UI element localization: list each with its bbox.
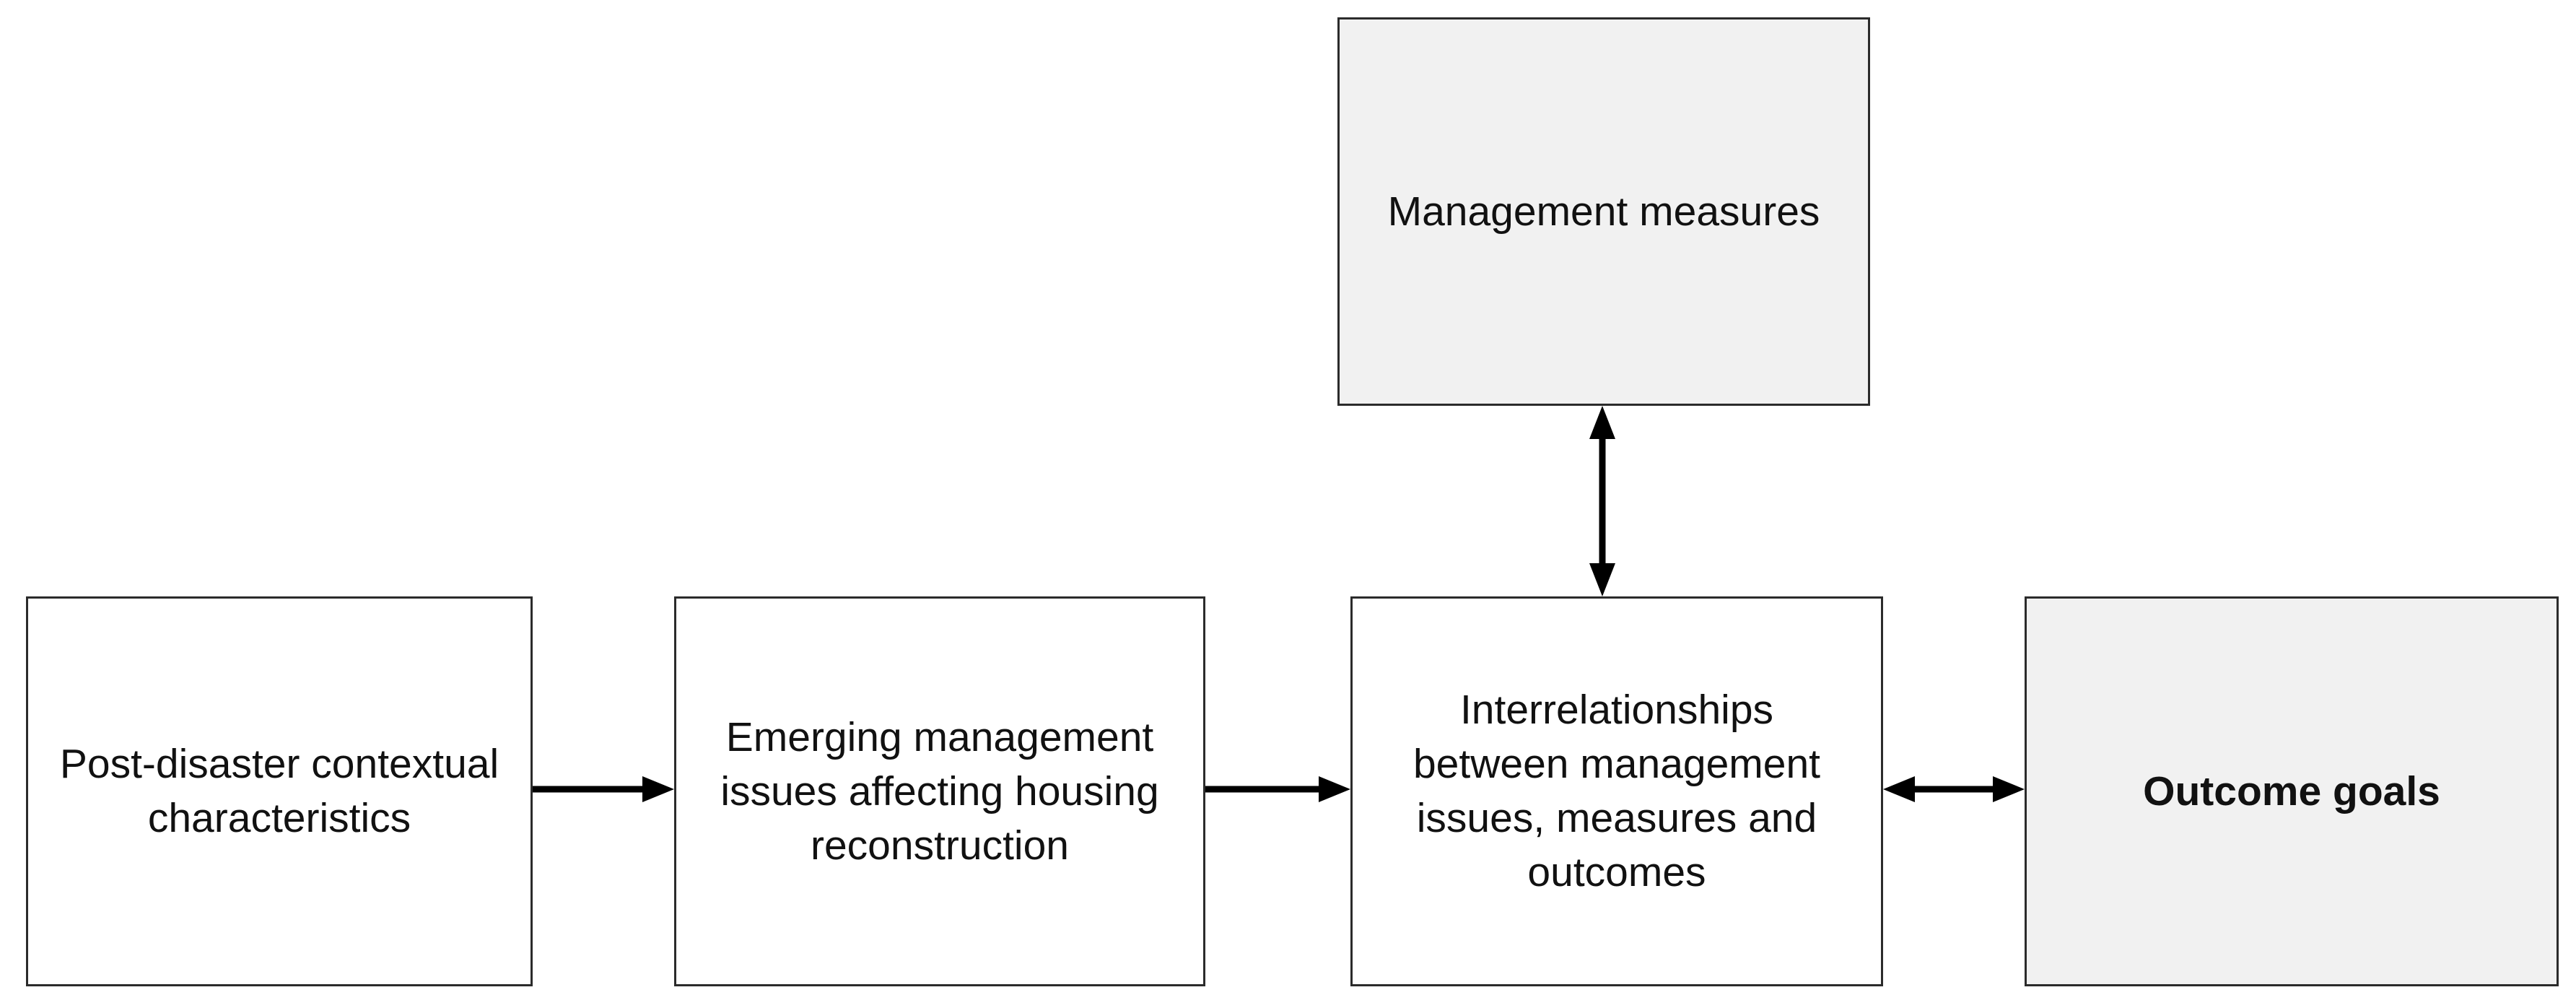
interrelationships-box: Interrelationships between management is… bbox=[1350, 596, 1883, 986]
interrelationships-label: Interrelationships between management is… bbox=[1413, 687, 1821, 895]
post-disaster-box: Post-disaster contextual characteristics bbox=[26, 596, 533, 986]
management-measures-box: Management measures bbox=[1337, 17, 1870, 406]
arrow-emerging-to-interrelationships bbox=[1205, 776, 1350, 802]
outcome-goals-label: Outcome goals bbox=[2143, 768, 2440, 814]
post-disaster-label: Post-disaster contextual characteristics bbox=[59, 741, 499, 841]
outcome-goals-box: Outcome goals bbox=[2025, 596, 2559, 986]
management-measures-label: Management measures bbox=[1387, 188, 1820, 235]
emerging-issues-label: Emerging management issues affecting hou… bbox=[720, 713, 1159, 869]
emerging-issues-box: Emerging management issues affecting hou… bbox=[674, 596, 1205, 986]
arrow-interrelationships-outcome-bidirectional bbox=[1883, 776, 2025, 802]
arrow-measures-interrelationships-bidirectional bbox=[1589, 406, 1615, 596]
arrow-post-to-emerging bbox=[533, 776, 674, 802]
